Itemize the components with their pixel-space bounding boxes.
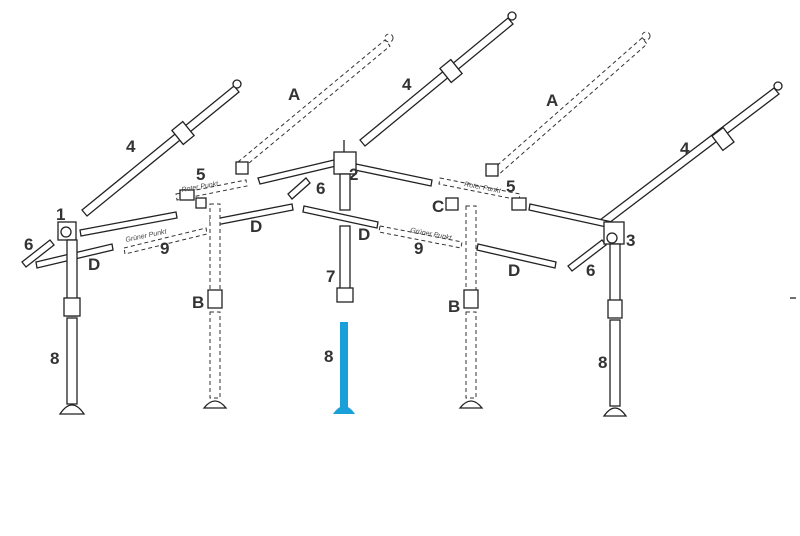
leg-right (602, 243, 628, 417)
leg-b-right-dashed (458, 205, 484, 409)
rod-6-center (287, 177, 311, 200)
leg-b-left-dashed (202, 203, 228, 409)
leg-left (58, 239, 86, 415)
label-4-left: 4 (126, 137, 136, 156)
label-6-right: 6 (586, 261, 595, 280)
label-d-left-center: D (250, 217, 262, 236)
ridge-right (354, 163, 433, 187)
clamps-5-right (445, 163, 527, 211)
label-d-left: D (88, 255, 100, 274)
label-5-left: 5 (196, 165, 205, 184)
label-b-right: B (448, 297, 460, 316)
rafter-right (599, 81, 783, 227)
rafter-a-dashed-2 (491, 31, 651, 177)
clamps-5-left (179, 161, 249, 209)
label-8-right: 8 (598, 353, 607, 372)
label-4-right: 4 (680, 139, 690, 158)
label-6-left: 6 (24, 235, 33, 254)
rod-6-right (567, 239, 607, 272)
joint-3 (603, 221, 625, 245)
label-8-center: 8 (324, 347, 333, 366)
label-d-center: D (358, 225, 370, 244)
label-5-right: 5 (506, 177, 515, 196)
label-b-left: B (192, 293, 204, 312)
front-beam-right (528, 203, 613, 229)
rafter-center (359, 11, 517, 147)
rafter-left (81, 79, 242, 217)
label-d-right: D (508, 261, 520, 280)
rafter-a-dashed-1 (237, 33, 394, 169)
label-7: 7 (326, 267, 335, 286)
label-9-left: 9 (160, 239, 169, 258)
label-a-right: A (546, 91, 558, 110)
label-c: C (432, 197, 444, 216)
note-roter-punkt-right: Roter Punkt (464, 181, 503, 195)
leg-8-highlighted (333, 322, 355, 414)
label-9-right: 9 (414, 239, 423, 258)
label-3: 3 (626, 231, 635, 250)
label-1: 1 (56, 205, 65, 224)
rod-6-left (21, 239, 55, 268)
label-a-left: A (288, 85, 300, 104)
label-2: 2 (349, 165, 358, 184)
front-beam-left (79, 211, 178, 237)
d-bar-right (476, 243, 557, 269)
label-8-left: 8 (50, 349, 59, 368)
label-6-center: 6 (316, 179, 325, 198)
bar-9-dashed (123, 225, 463, 255)
label-4-center: 4 (402, 75, 412, 94)
d-bar-center (302, 205, 379, 229)
joint-1 (57, 221, 77, 241)
leg-7-center (336, 173, 354, 303)
